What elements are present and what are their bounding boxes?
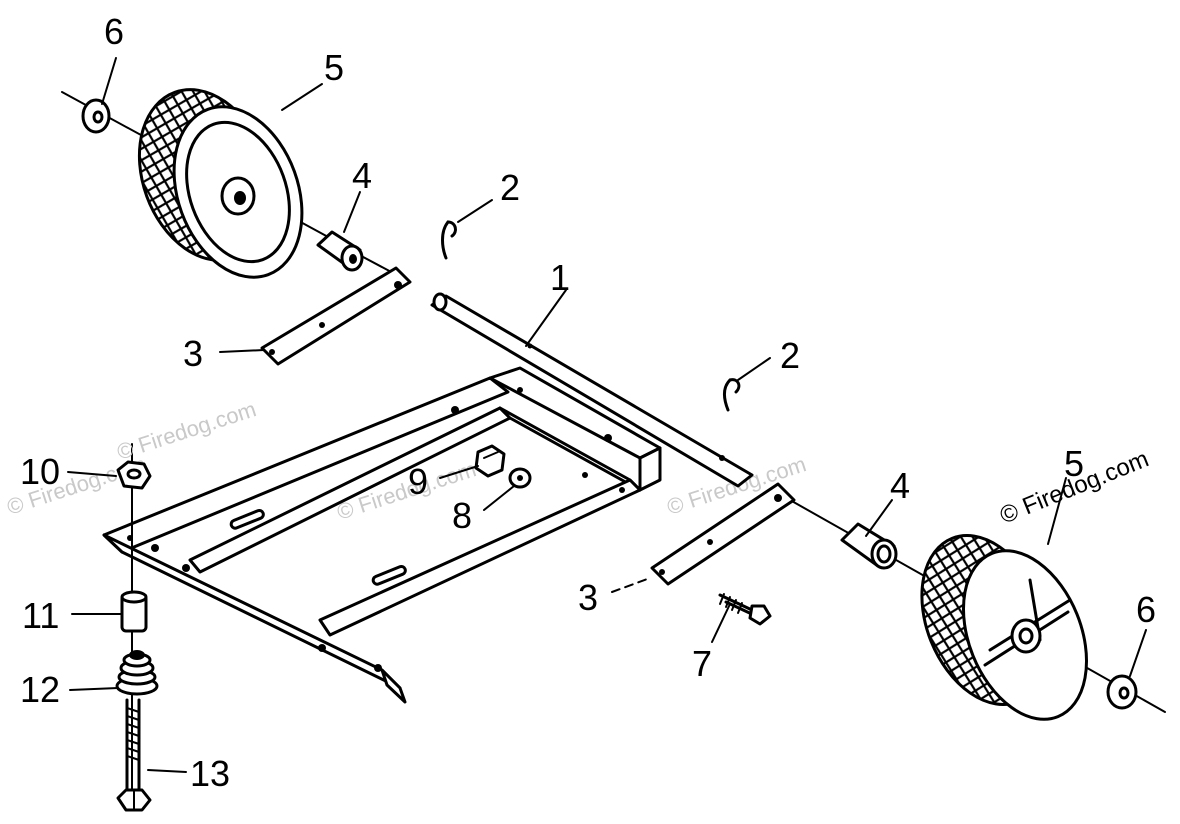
spring (115, 650, 159, 696)
pivot-arm-lower (650, 482, 796, 586)
nut-top (116, 460, 152, 490)
callout-4: 4 (352, 155, 372, 196)
callout-6: 6 (104, 11, 124, 52)
watermark-text: © Firedog.com (114, 396, 259, 464)
nut-small (508, 467, 532, 489)
spacer-left (316, 230, 364, 272)
callout-12: 12 (20, 669, 60, 710)
callout-10: 10 (20, 451, 60, 492)
callout-8: 8 (452, 495, 472, 536)
callout-3: 3 (183, 333, 203, 374)
callout-6: 6 (1136, 589, 1156, 630)
washer-left (81, 98, 111, 134)
spacer-right (840, 522, 898, 570)
callout-3: 3 (578, 577, 598, 618)
washer-right (1106, 674, 1138, 710)
callout-13: 13 (190, 753, 230, 794)
threaded-stud (125, 698, 141, 792)
frame (102, 366, 662, 704)
callout-labels: 6 5 4 2 1 3 2 4 5 6 7 3 8 9 10 11 12 13 (20, 11, 1156, 794)
callout-1: 1 (550, 257, 570, 298)
cotter-pin-upper (441, 220, 457, 260)
wheel-left (137, 88, 304, 279)
nut-bottom (116, 788, 152, 812)
callout-9: 9 (408, 461, 428, 502)
callout-2: 2 (780, 335, 800, 376)
leader-lines (67, 57, 1147, 773)
callout-5: 5 (1064, 443, 1084, 484)
axle-rod (430, 292, 754, 488)
cotter-pin-lower (723, 378, 741, 412)
callout-5: 5 (324, 47, 344, 88)
wheel-right (920, 534, 1089, 721)
bolt (718, 593, 772, 626)
nut-large (474, 444, 506, 478)
bushing (120, 590, 148, 633)
pivot-arm-upper (260, 266, 412, 366)
callout-11: 11 (22, 595, 59, 636)
callout-4: 4 (890, 465, 910, 506)
callout-7: 7 (692, 643, 712, 684)
callout-2: 2 (500, 167, 520, 208)
